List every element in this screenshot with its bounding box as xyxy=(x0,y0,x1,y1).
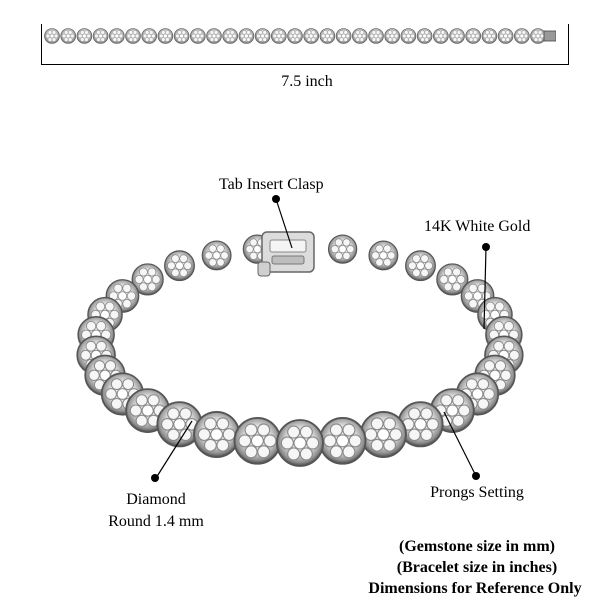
straight-bracelet-image xyxy=(44,28,556,44)
clasp-callout-line xyxy=(275,198,293,249)
length-measure-bracket xyxy=(41,24,569,65)
reference-note: Dimensions for Reference Only xyxy=(368,580,582,597)
setting-callout-dot xyxy=(472,472,480,480)
metal-callout-line xyxy=(483,246,487,330)
setting-callout-label: Prongs Setting xyxy=(430,484,524,501)
stone-callout-label-2: Round 1.4 mm xyxy=(108,513,204,530)
bracelet-size-note: (Bracelet size in inches) xyxy=(396,559,558,576)
metal-callout-label: 14K White Gold xyxy=(424,218,531,235)
clasp-callout-label: Tab Insert Clasp xyxy=(219,176,324,193)
setting-callout-line xyxy=(443,411,477,477)
stone-callout-label-1: Diamond xyxy=(126,491,186,508)
gemstone-size-note: (Gemstone size in mm) xyxy=(399,538,555,555)
stone-callout-line xyxy=(155,420,193,479)
tab-insert-clasp-shape xyxy=(257,231,315,277)
bracelet-length-label: 7.5 inch xyxy=(281,73,333,90)
stone-callout-dot xyxy=(151,474,159,482)
